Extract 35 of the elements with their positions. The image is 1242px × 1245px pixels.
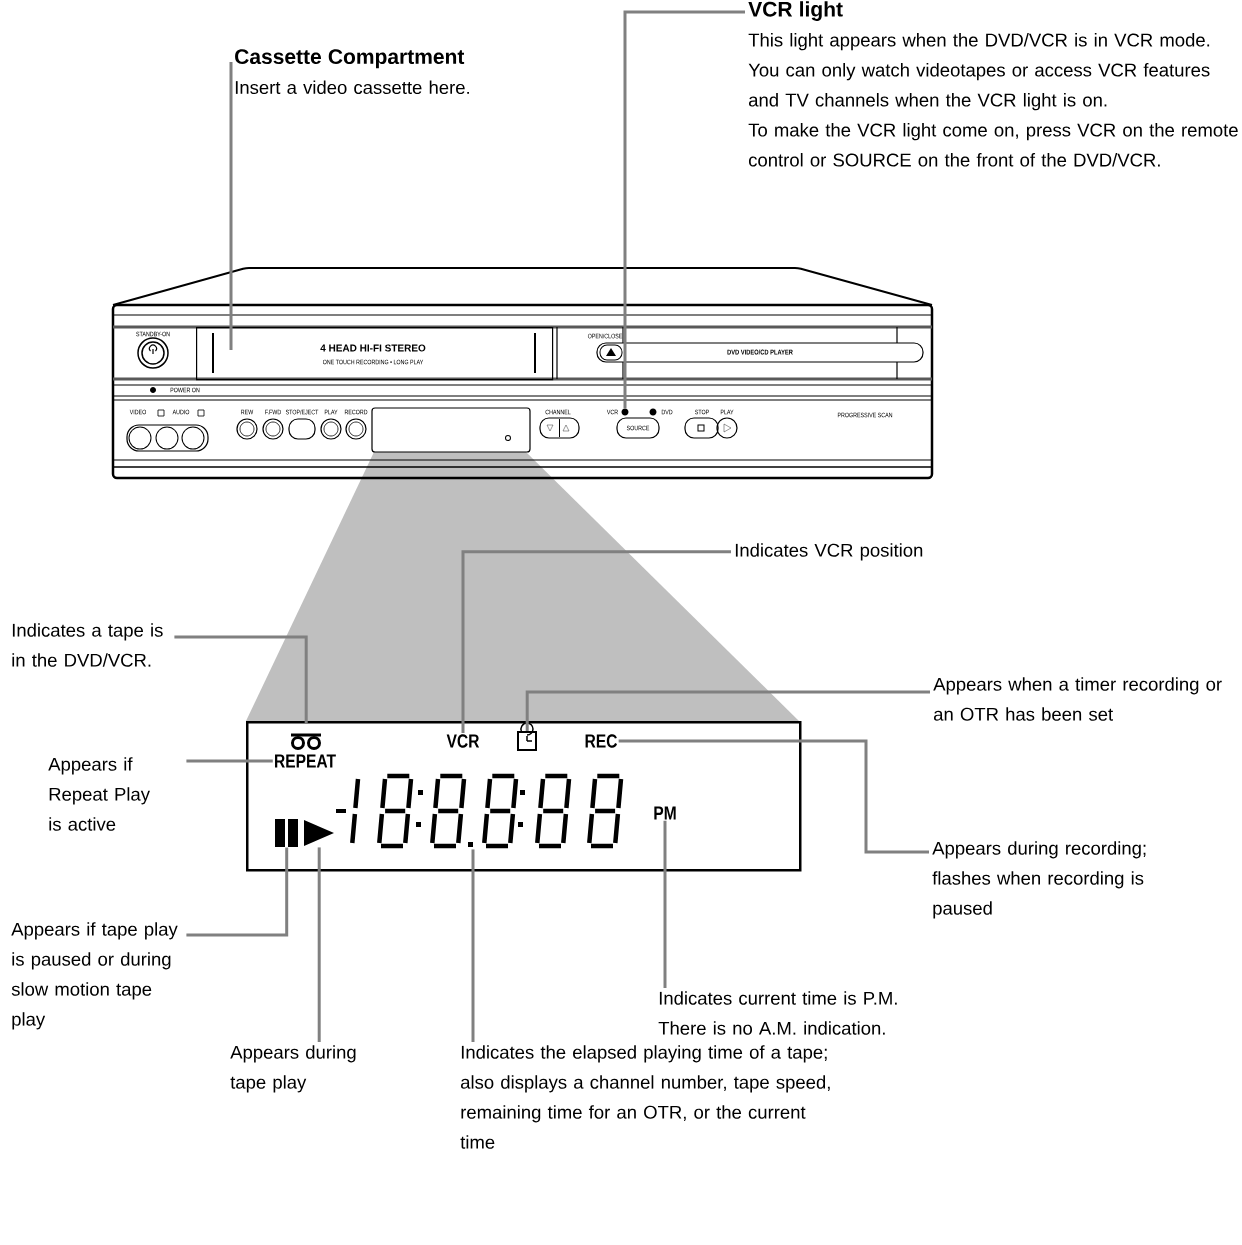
callout-text: VCR light This light appears when the DVD/VCR is in VCR mode. You can only watch videotapes or access VCR features and TV channels when the VCR light is on. To make the VCR light come on, press VCR on the remote control or SOURCE on the front of the DVD/VCR. bbox=[748, 1, 1238, 167]
leader-line bbox=[229, 62, 233, 350]
play-icon bbox=[304, 820, 334, 846]
callout-text: Cassette Compartment Insert a video cassette here. bbox=[235, 49, 469, 95]
leader-line bbox=[663, 820, 667, 988]
cassette-door bbox=[196, 327, 554, 381]
indicator-light bbox=[621, 408, 629, 416]
timer-icon bbox=[517, 722, 537, 751]
display-text: PM bbox=[654, 806, 676, 820]
leader-line bbox=[525, 690, 930, 731]
callout-text: Indicates VCR position bbox=[735, 543, 923, 561]
leader-line bbox=[618, 739, 929, 854]
leader-line bbox=[174, 635, 308, 723]
cassette-icon bbox=[291, 733, 321, 750]
lcd-display bbox=[246, 721, 802, 872]
lcd-digits-drawing bbox=[336, 773, 624, 849]
display-text: REPEAT bbox=[275, 754, 336, 768]
callout-text: Indicates the elapsed playing time of a tape; also displays a channel number, tape speed, remaining time for an OTR, or the current time bbox=[460, 1045, 830, 1149]
leader-line bbox=[186, 847, 289, 937]
leader-line bbox=[461, 550, 731, 734]
leader-line bbox=[317, 847, 321, 1042]
callout-text: Appears if Repeat Play is active bbox=[48, 757, 150, 831]
display-text: VCR bbox=[446, 734, 480, 748]
callout-text: Appears if tape play is paused or during slow motion tape play bbox=[11, 922, 178, 1030]
callout-text: Indicates a tape is in the DVD/VCR. bbox=[12, 623, 163, 667]
callout-text: Appears during tape play bbox=[230, 1045, 356, 1093]
leader-line bbox=[471, 849, 475, 1042]
callout-text: Appears when a timer recording or an OTR has been set bbox=[933, 677, 1222, 721]
pause-icon bbox=[275, 819, 298, 847]
callout-text: Indicates current time is P.M. There is no A.M. indication. bbox=[658, 991, 897, 1035]
leader-line bbox=[623, 10, 745, 409]
leader-line bbox=[186, 759, 273, 763]
display-text: REC bbox=[585, 734, 617, 748]
panel-label: 4 HEAD HI-FI STEREO bbox=[320, 344, 426, 352]
callout-text: Appears during recording; flashes when recording is paused bbox=[932, 841, 1146, 919]
